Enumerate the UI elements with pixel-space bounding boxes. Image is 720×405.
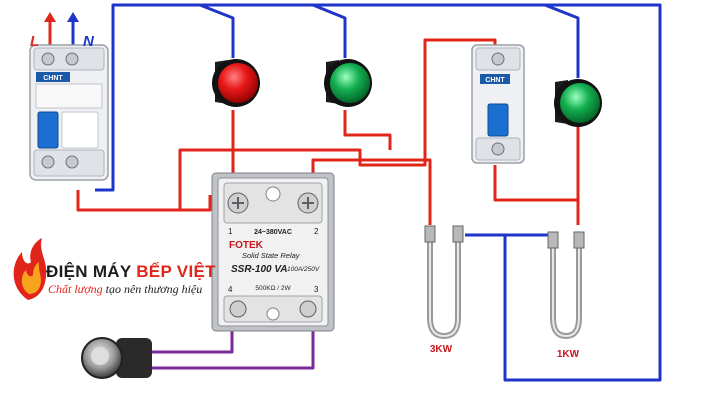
potentiometer-body: [116, 338, 152, 378]
live-bus: [178, 38, 497, 210]
mcb-terminal-screw: [491, 52, 505, 66]
mcb-brand-plate: [480, 74, 510, 84]
green-indicator-lamp-1: [324, 59, 372, 107]
potentiometer: [81, 337, 152, 379]
brand-tagline-part2: tạo nên thương hiệu: [105, 282, 203, 296]
heater-1kw-label: 1KW: [557, 349, 580, 360]
lamp-lens: [218, 63, 258, 103]
ssr-terminal-4: 4: [228, 285, 233, 294]
neutral-arrow-head: [67, 12, 79, 22]
rcbo-label-panel: [35, 83, 103, 109]
live-green-lamp-feed: [343, 110, 392, 150]
heater-1kw: 1KW: [547, 231, 585, 360]
ssr-terminal-2: 2: [314, 227, 319, 236]
heater-3kw-label: 3KW: [430, 344, 453, 355]
brand-flame-logo: [13, 238, 47, 300]
flame-inner: [21, 262, 41, 294]
rcbo-terminal-screw: [41, 155, 55, 169]
rcbo-terminal-screw: [65, 52, 79, 66]
heater-terminal: [424, 225, 436, 243]
live-arrow-head: [44, 12, 56, 22]
ssr-input-range: 24~380VAC: [254, 229, 292, 236]
ssr-screw-terminal: [299, 300, 317, 318]
mcb-handle: [487, 103, 509, 137]
neutral-to-red-lamp: [199, 3, 235, 58]
rcbo-handle: [37, 111, 59, 149]
brand-name-part2: BẾP VIỆT: [136, 262, 216, 281]
red-indicator-lamp: [212, 59, 260, 107]
rcbo-terminal-screw: [65, 155, 79, 169]
ssr-subtitle: Solid State Relay: [242, 251, 301, 260]
ssr-terminal-1: 1: [228, 227, 233, 236]
heater-terminal: [573, 231, 585, 249]
neutral-wires: [71, 3, 662, 382]
heater-terminal: [547, 231, 559, 249]
ssr-mounting-hole: [266, 307, 280, 321]
neutral-to-green-lamp-2: [544, 3, 580, 78]
neutral-to-green-lamp-1: [312, 3, 347, 58]
heater-rod-highlight: [429, 240, 459, 338]
brand-name: ĐIỆN MÁY BẾP VIỆT: [46, 262, 216, 282]
ssr-terminal-block-top: [223, 182, 323, 224]
rcbo-brand-plate: [36, 72, 70, 82]
live-to-ssr: [76, 190, 212, 212]
lamp-lens: [330, 63, 370, 103]
ssr-mounting-hole: [265, 186, 281, 202]
lamp-lens: [560, 83, 600, 123]
solid-state-relay: 1 24~380VAC 2 FOTEK Solid State Relay SS…: [211, 172, 335, 332]
brand-tagline: Chất lượng tạo nên thương hiệu: [48, 282, 202, 297]
rcbo-test-area: [61, 111, 99, 149]
mcb-terminal-screw: [491, 142, 505, 156]
neutral-bus-top: [95, 3, 662, 382]
ssr-pot-rating: 500KΩ / 2W: [255, 285, 291, 292]
heater-terminal: [452, 225, 464, 243]
rcbo-brand: CHNT: [43, 75, 63, 82]
green-indicator-lamp-2: [554, 79, 602, 127]
mcb-breaker: CHNT: [471, 44, 525, 164]
ssr-brand: FOTEK: [229, 240, 264, 251]
ssr-model: SSR-100 VA: [231, 264, 288, 275]
mcb-brand: CHNT: [485, 77, 505, 84]
mcb-out-to-1kw: [493, 165, 580, 225]
neutral-label: N: [83, 33, 95, 50]
control-wire-2: [150, 315, 315, 370]
brand-tagline-part1: Chất lượng: [48, 282, 106, 296]
heater-3kw: 3KW: [424, 225, 464, 355]
ssr-screw-terminal: [229, 300, 247, 318]
live-label: L: [30, 33, 39, 50]
ssr-screw-slot: [302, 197, 314, 209]
rcbo-terminal-screw: [41, 52, 55, 66]
brand-name-part1: ĐIỆN MÁY: [46, 262, 137, 281]
rcbo-breaker: CHNT: [29, 44, 109, 181]
heater-rod-highlight: [552, 245, 580, 338]
ssr-screw-slot: [232, 197, 244, 209]
heater-rod: [550, 245, 582, 340]
ssr-terminal-3: 3: [314, 285, 319, 294]
heater-rod: [427, 240, 461, 340]
potentiometer-knob-cap: [91, 347, 109, 365]
ssr-rating: 100A/250V: [287, 266, 320, 273]
